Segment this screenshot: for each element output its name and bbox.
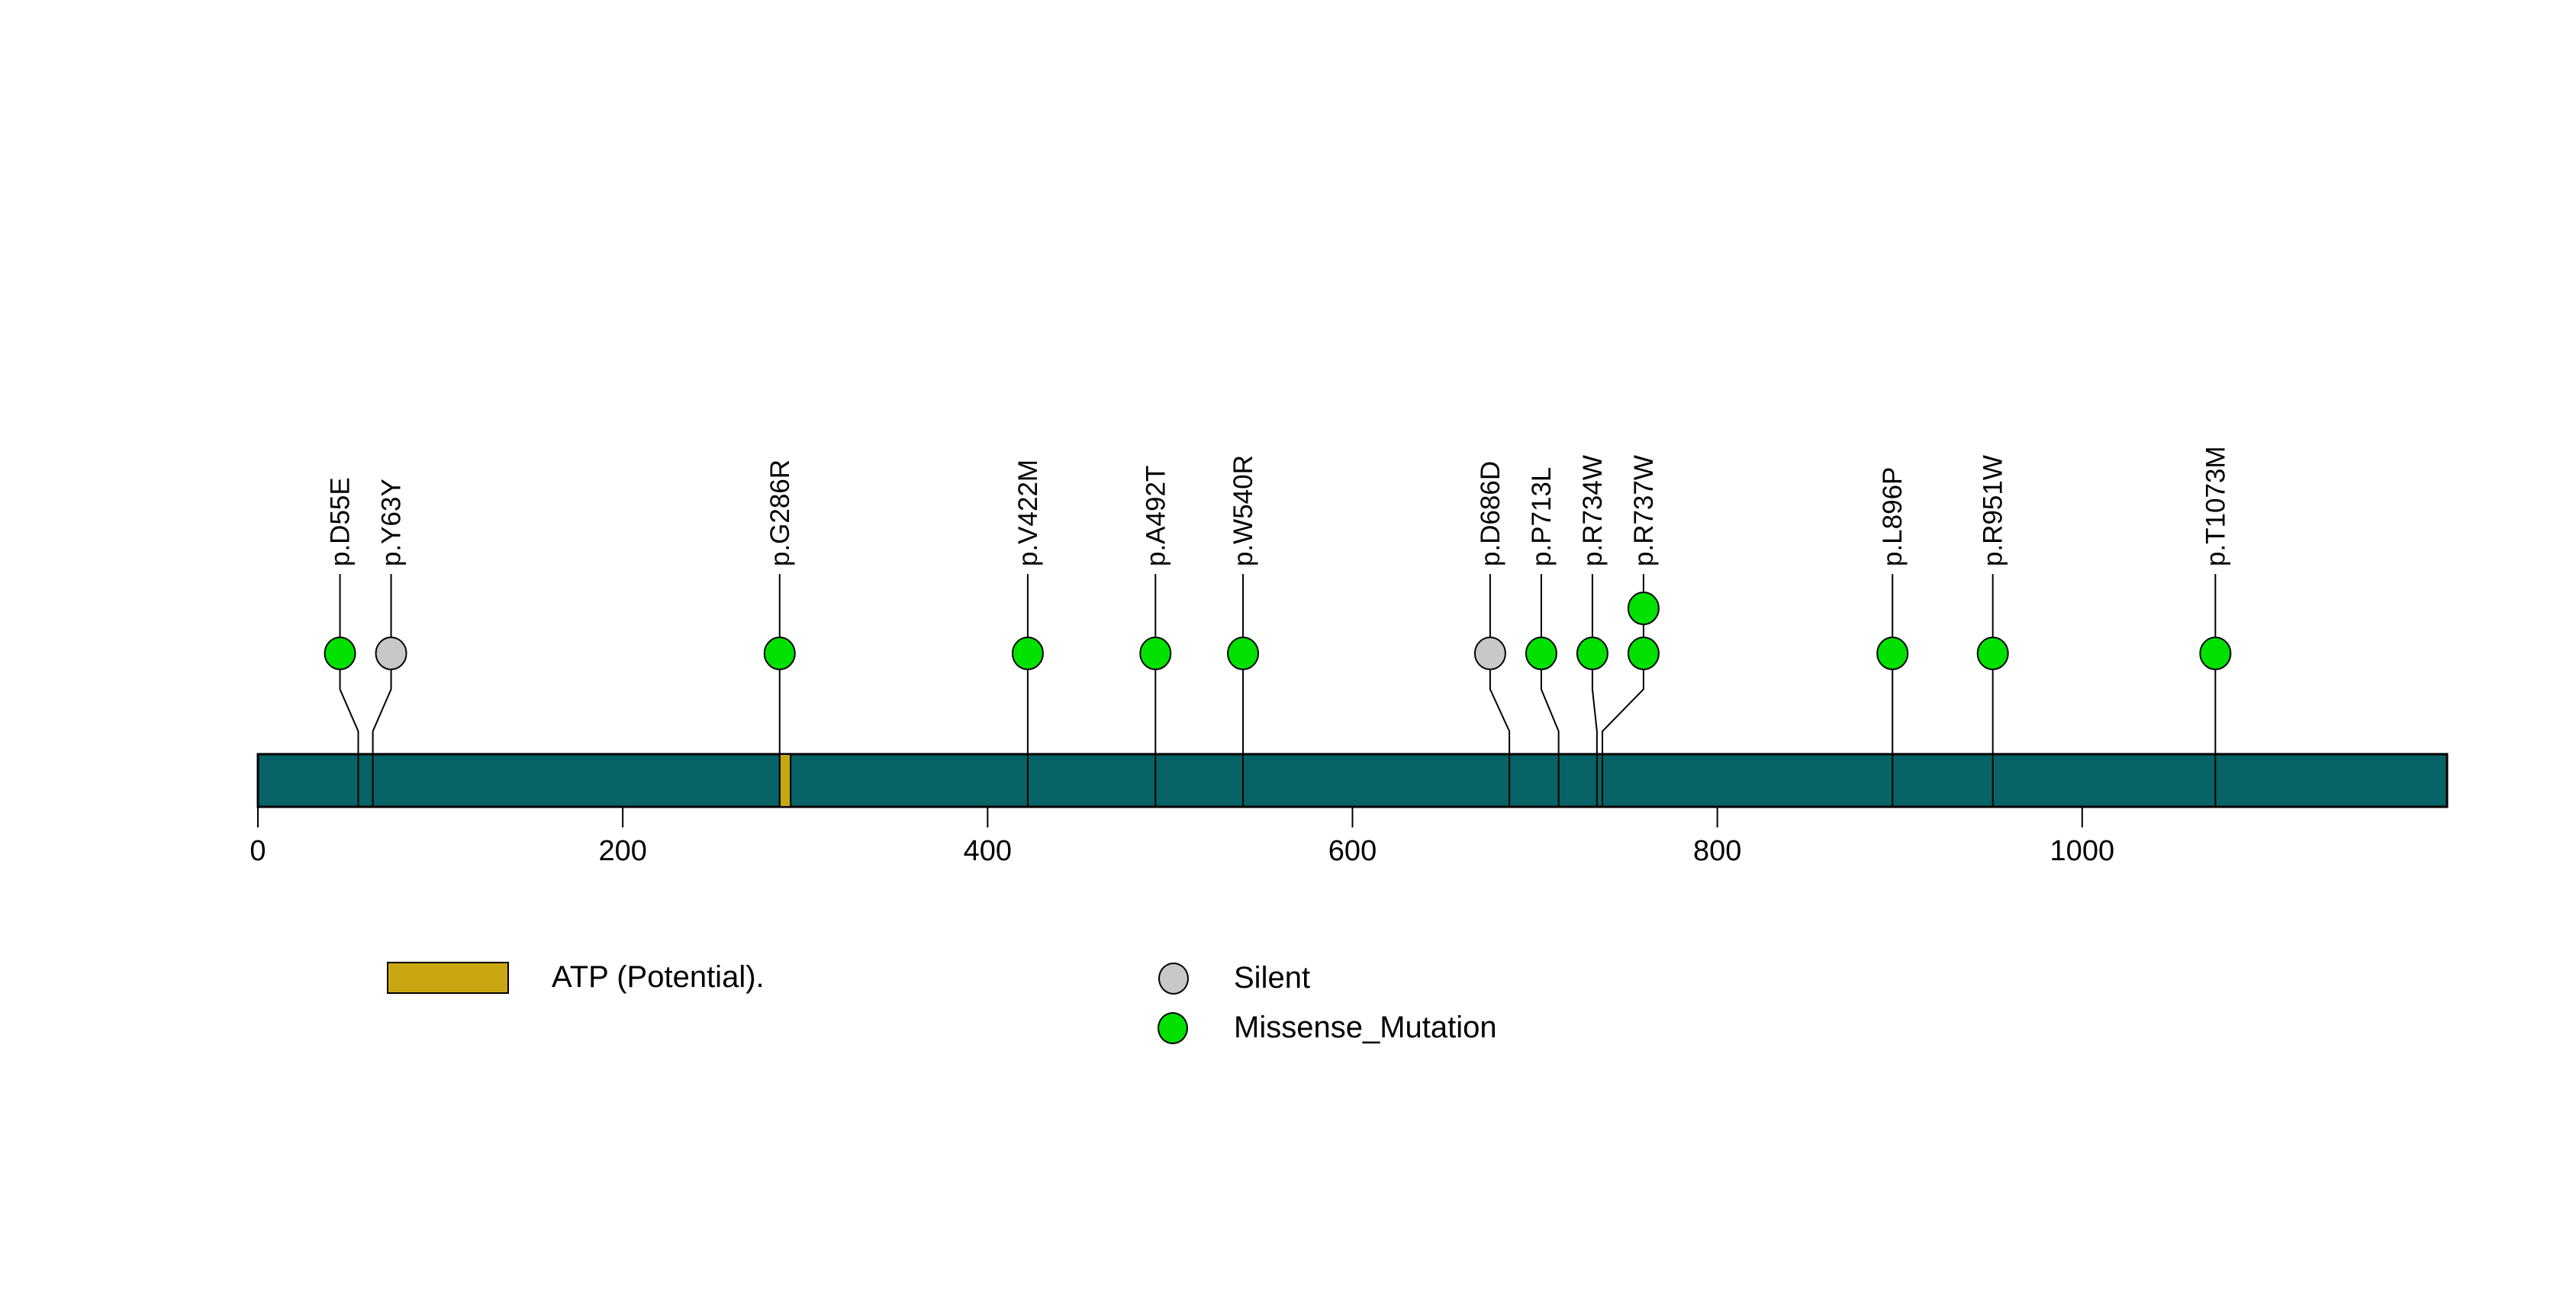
mutation-label-p.W540R: p.W540R <box>1228 455 1258 566</box>
mutation-label-p.G286R: p.G286R <box>765 460 795 566</box>
mutation-label-p.P713L: p.P713L <box>1527 467 1557 566</box>
mutation-marker-p.R734W <box>1576 637 1608 670</box>
mutation-marker-p.A492T <box>1139 637 1172 670</box>
mutation-label-p.D686D: p.D686D <box>1476 461 1505 566</box>
atp-domain-swatch <box>387 961 509 994</box>
mutation-label-p.R734W: p.R734W <box>1578 455 1608 566</box>
axis-tick-label: 600 <box>1328 835 1377 867</box>
mutation-label-p.R951W: p.R951W <box>1979 455 2008 566</box>
domain-band-atp <box>778 753 792 808</box>
axis-tick-label: 0 <box>250 835 266 867</box>
mutation-marker-p.P713L <box>1525 637 1557 670</box>
mutation-stem-p.D686D <box>1489 574 1511 807</box>
mutation-marker-p.G286R <box>763 637 796 670</box>
mutation-marker-p.D55E <box>324 637 356 670</box>
legend-label-missense: Missense_Mutation <box>1234 1011 1497 1044</box>
legend-label-atp-domain: ATP (Potential). <box>552 960 765 994</box>
mutation-marker-p.W540R <box>1227 637 1260 670</box>
mutation-label-p.A492T: p.A492T <box>1141 466 1170 566</box>
mutation-stem-p.R734W <box>1591 574 1598 807</box>
mutation-marker-p.Y63Y <box>375 637 407 670</box>
mutation-label-p.D55E: p.D55E <box>326 477 356 566</box>
legend-item-missense: Missense_Mutation <box>1158 1011 1497 1045</box>
axis-tick-label: 400 <box>964 835 1012 867</box>
mutation-stem-p.Y63Y <box>372 574 392 807</box>
mutation-label-p.V422M: p.V422M <box>1013 460 1043 566</box>
mutation-marker-p.R737W <box>1627 637 1660 670</box>
mutation-marker-p.L896P <box>1876 637 1909 670</box>
axis-tick-label: 1000 <box>2050 835 2115 867</box>
legend-item-atp-domain: ATP (Potential). <box>387 960 765 995</box>
mutation-label-p.T1073M: p.T1073M <box>2201 446 2230 566</box>
axis-tick-label: 800 <box>1693 835 1741 867</box>
legend-item-silent: Silent <box>1158 961 1310 995</box>
protein-bar <box>256 753 2449 808</box>
mutation-marker-p.R951W <box>1976 637 2009 670</box>
legend-label-silent: Silent <box>1234 961 1311 995</box>
silent-swatch <box>1158 962 1189 995</box>
mutation-label-p.L896P: p.L896P <box>1878 467 1908 566</box>
mutation-stem-p.R737W <box>1602 574 1644 807</box>
mutation-marker-p.D686D <box>1473 637 1506 670</box>
missense-swatch <box>1158 1011 1188 1044</box>
mutation-label-p.R737W: p.R737W <box>1629 455 1659 566</box>
mutation-marker-p.T1073M <box>2199 637 2232 670</box>
mutation-marker-p.R737W <box>1627 592 1660 625</box>
mutation-label-p.Y63Y: p.Y63Y <box>377 479 407 566</box>
mutation-marker-p.V422M <box>1011 637 1044 670</box>
axis-tick-label: 200 <box>598 835 646 867</box>
mutation-stem-p.D55E <box>339 574 359 807</box>
mutation-stem-p.P713L <box>1540 574 1560 807</box>
